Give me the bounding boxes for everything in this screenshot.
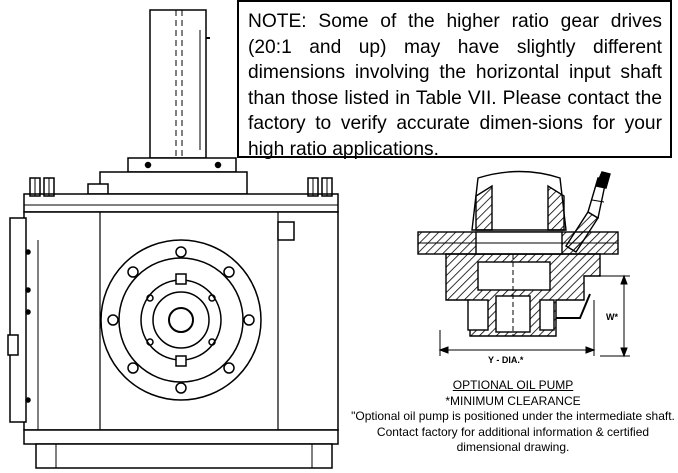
- side-attachment: [9, 217, 27, 423]
- gear-drive-side-view: [7, 9, 339, 469]
- input-shaft: [149, 9, 210, 159]
- dimension-y-dia: Y - DIA.*: [488, 355, 524, 365]
- note-box: NOTE: Some of the higher ratio gear driv…: [237, 0, 672, 160]
- oil-pump-detail: [417, 170, 619, 337]
- lifting-eyebolts: [29, 177, 333, 197]
- oil-pump-caption: OPTIONAL OIL PUMP *MINIMUM CLEARANCE "Op…: [346, 378, 678, 456]
- caption-title: OPTIONAL OIL PUMP: [452, 378, 574, 392]
- caption-body: "Optional oil pump is positioned under t…: [351, 409, 675, 454]
- caption-subtitle: *MINIMUM CLEARANCE: [445, 393, 581, 408]
- base-plate: [23, 429, 339, 445]
- upper-flange: [23, 193, 339, 213]
- output-flange: [100, 239, 262, 401]
- top-cover-bolts: [144, 161, 222, 169]
- dimension-w: W*: [606, 312, 618, 322]
- oil-fitting: [565, 171, 611, 253]
- flange-bolt-holes: [107, 246, 255, 394]
- dimension-lines: [438, 274, 630, 358]
- note-text: NOTE: Some of the higher ratio gear driv…: [248, 11, 662, 160]
